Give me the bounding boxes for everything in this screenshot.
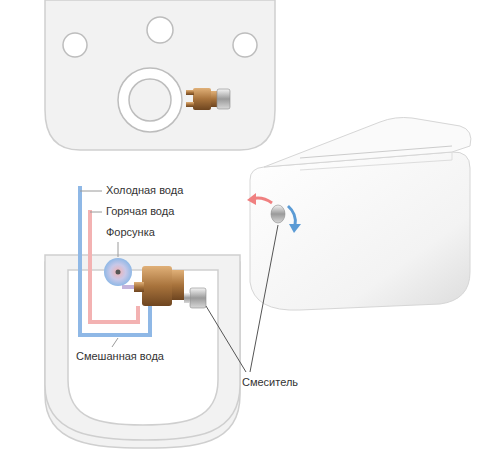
callout-label: Смеситель — [240, 376, 300, 389]
callout-label: Горячая вода — [104, 205, 176, 218]
callout-label: Форсунка — [104, 226, 157, 239]
callout-label: Холодная вода — [104, 184, 185, 197]
callout-label: Смешанная вода — [74, 350, 166, 363]
